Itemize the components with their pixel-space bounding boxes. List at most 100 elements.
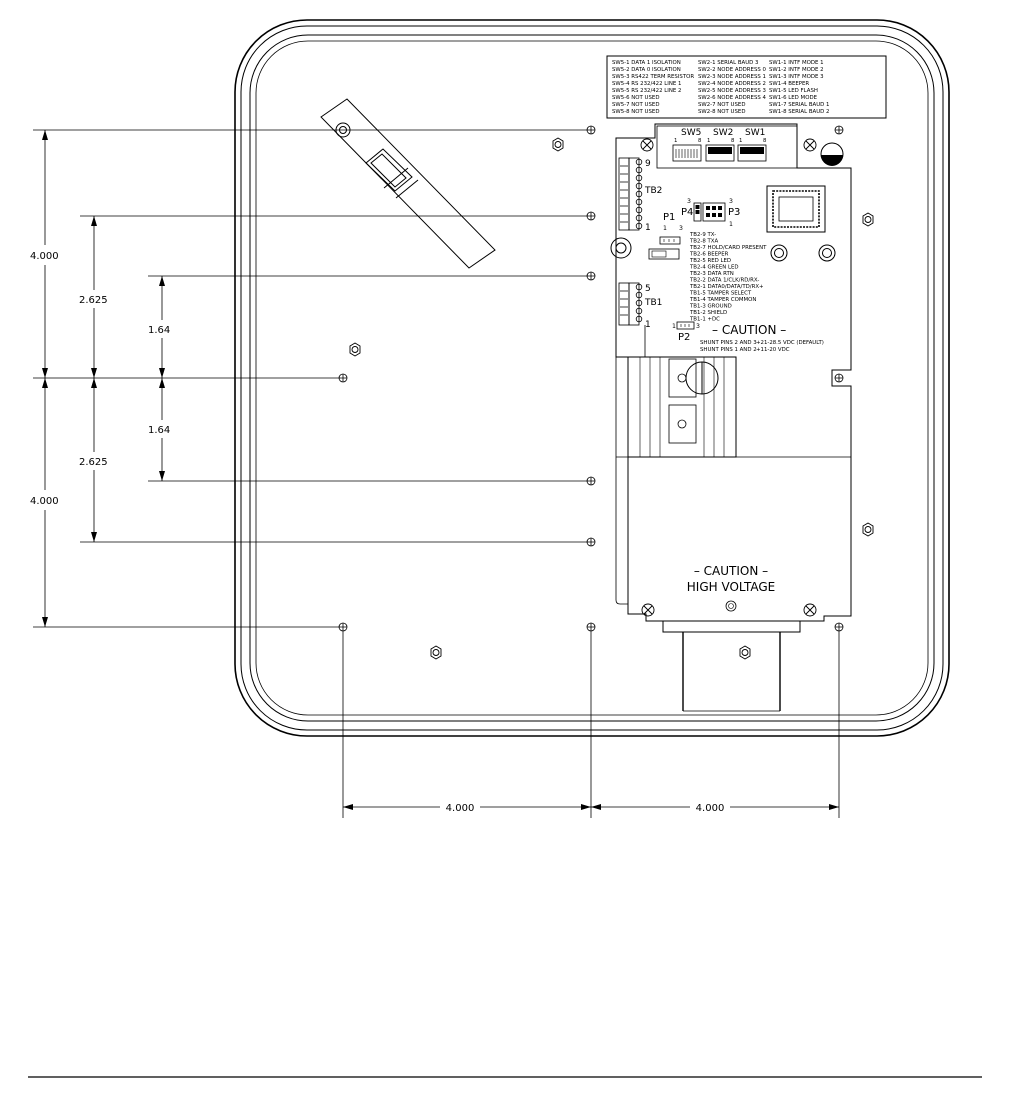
sw5-label: SW5 — [681, 128, 701, 138]
screw-icon — [803, 603, 817, 617]
mounting-hole-icon — [834, 373, 844, 383]
mounting-hole-icon — [834, 622, 844, 632]
legend-line: TB2-3 DATA RTN — [689, 271, 734, 277]
board-screw-icons — [640, 138, 817, 617]
hv-caution-title: – CAUTION – — [694, 564, 768, 578]
legend-line: TB2-2 DATA 1/CLK/RD/RX- — [689, 278, 759, 284]
p1-label: P1 — [663, 212, 675, 223]
high-voltage-caution: – CAUTION – HIGH VOLTAGE — [687, 564, 775, 612]
legend-line: SW2-2 NODE ADDRESS 0 — [698, 67, 767, 73]
cable-exit-notch — [662, 621, 801, 633]
heatsink — [627, 356, 737, 458]
sw1-pin-end: 8 — [763, 138, 767, 144]
center-knockout-icon — [685, 361, 719, 395]
dim-label: 4.000 — [30, 496, 59, 507]
hex-nut-icon — [430, 645, 442, 660]
legend-line: SW5-6 NOT USED — [612, 95, 659, 101]
p1-pin-right: 3 — [679, 225, 683, 232]
legend-line: SW1-8 SERIAL BAUD 2 — [769, 109, 829, 115]
mounting-hole-icon — [834, 125, 844, 135]
dip-switch-sw1: SW1 1 8 — [737, 128, 767, 162]
switch-legend-col2: SW2-1 SERIAL BAUD 3 SW2-2 NODE ADDRESS 0… — [698, 60, 767, 115]
mounting-hole-icon — [586, 211, 596, 221]
board-left-edge — [615, 357, 628, 605]
legend-line: TB1-2 SHIELD — [689, 310, 727, 316]
mounting-hole-icon — [586, 476, 596, 486]
legend-line: SW5-7 NOT USED — [612, 102, 659, 108]
dimension-arrows — [42, 130, 839, 810]
tb1-pin-bottom: 1 — [645, 320, 651, 330]
legend-line: SW2-7 NOT USED — [698, 102, 745, 108]
sw1-label: SW1 — [745, 128, 765, 138]
legend-line: SW2-1 SERIAL BAUD 3 — [698, 60, 758, 66]
mounting-hole-icon — [586, 125, 596, 135]
dim-label: 2.625 — [79, 457, 108, 468]
mounting-hole-icon — [586, 622, 596, 632]
housing-inner-outline — [255, 40, 929, 716]
legend-line: SW5-8 NOT USED — [612, 109, 659, 115]
sw1-toggles — [740, 147, 764, 154]
legend-line: SW2-3 NODE ADDRESS 1 — [698, 74, 766, 80]
legend-line: TB2-6 BEEPER — [689, 252, 729, 258]
dip-switch-sw2: SW2 1 8 — [705, 128, 735, 162]
sw2-pin-end: 8 — [731, 138, 735, 144]
p2-pin-left: 1 — [672, 323, 676, 330]
p3-pin-bottom: 1 — [729, 221, 733, 228]
power-caution-note: – CAUTION – SHUNT PINS 2 AND 3 +21-28.5 … — [700, 323, 824, 353]
p4-pin: 3 — [687, 198, 691, 205]
tamper-bracket — [320, 98, 496, 269]
sw2-body — [705, 144, 735, 162]
sw2-label: SW2 — [713, 128, 733, 138]
mounting-hole-icon — [338, 622, 348, 632]
mounting-hole-icon — [338, 373, 348, 383]
sw5-pin-end: 8 — [698, 138, 702, 144]
caution-line1-right: +21-28.5 VDC (DEFAULT) — [756, 340, 824, 346]
caution-line1-left: SHUNT PINS 2 AND 3 — [700, 340, 757, 346]
switch-legend-col3: SW1-1 INTF MODE 1 SW1-2 INTF MODE 2 SW1-… — [769, 60, 829, 115]
housing-outline-3 — [249, 34, 935, 722]
legend-line: SW1-6 LED MODE — [769, 95, 818, 101]
p1-pin-left: 1 — [663, 225, 667, 232]
legend-line: TB2-5 RED LED — [689, 258, 731, 264]
legend-line: TB1-5 TAMPER SELECT — [689, 291, 752, 297]
standoff-icons — [770, 244, 836, 262]
legend-line: TB1-1 +DC — [689, 317, 720, 323]
legend-line: SW1-7 SERIAL BAUD 1 — [769, 102, 829, 108]
dim-label: 1.64 — [148, 325, 170, 336]
legend-line: TB1-3 GROUND — [689, 304, 732, 310]
cable-wires — [682, 632, 781, 711]
dimension-lines — [44, 130, 839, 808]
dim-label: 1.64 — [148, 425, 170, 436]
sw5-pin-start: 1 — [674, 138, 677, 144]
tb2-label: TB2 — [644, 186, 662, 196]
legend-line: SW2-4 NODE ADDRESS 2 — [698, 81, 766, 87]
microcontroller-chip-icon — [766, 185, 826, 233]
hex-nut-icon — [349, 342, 361, 357]
beeper-fill — [821, 155, 843, 166]
dim-label: 4.000 — [696, 803, 725, 814]
connector-p4: 3 P4 — [681, 198, 702, 222]
mounting-hole-icons — [338, 125, 844, 632]
legend-line: SW5-2 DATA 0 ISOLATION — [612, 67, 681, 73]
sw2-toggles — [708, 147, 732, 154]
p3-label: P3 — [728, 207, 740, 218]
p3-pin-top: 3 — [729, 198, 733, 205]
legend-line: TB2-9 TX- — [689, 232, 716, 238]
legend-line: TB2-7 HOLD/CARD PRESENT — [689, 245, 767, 251]
dimension-extension-lines — [33, 129, 840, 818]
p4-label: P4 — [681, 207, 693, 218]
tb1-label: TB1 — [644, 298, 662, 308]
dim-label: 4.000 — [446, 803, 475, 814]
terminal-block-tb2: 9 TB2 1 — [618, 157, 662, 233]
board-mount-icon — [610, 237, 632, 259]
legend-line: SW1-3 INTF MODE 3 — [769, 74, 824, 80]
legend-line: SW2-8 NOT USED — [698, 109, 745, 115]
caution-line2-left: SHUNT PINS 1 AND 2 — [700, 347, 757, 353]
tb2-pin-bottom: 1 — [645, 223, 651, 233]
caution-line2-right: +11-20 VDC — [756, 347, 790, 353]
hex-nut-icon — [862, 522, 874, 537]
hex-nut-icons — [349, 137, 874, 660]
legend-line: SW1-5 LED FLASH — [769, 88, 818, 94]
p2-pin-right: 3 — [696, 323, 700, 330]
